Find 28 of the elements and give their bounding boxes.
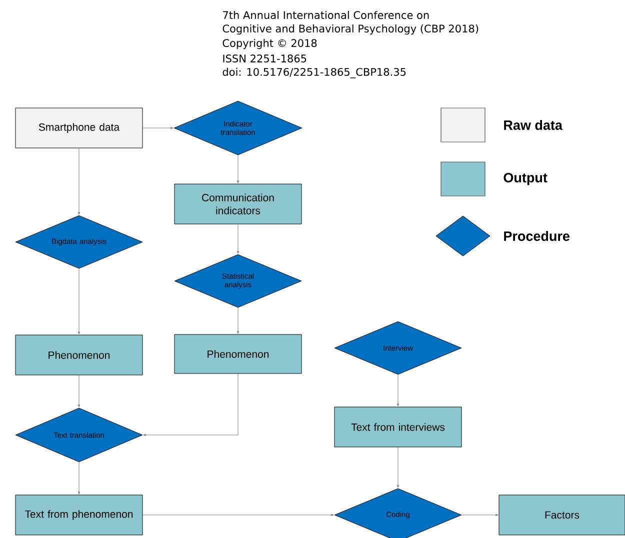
arrow — [78, 148, 80, 215]
header-line: 7th Annual International Conference on — [223, 10, 429, 20]
arrow — [236, 155, 240, 184]
output-box: Text from phenomenon — [15, 494, 143, 536]
arrow — [143, 373, 238, 436]
arrow — [142, 126, 174, 130]
header-line: ISSN 2251-1865 — [223, 54, 306, 62]
arrow — [78, 375, 80, 408]
header-line: Cognitive and Behavioral Psychology (CBP 2018) — [222, 24, 478, 35]
data-box: Smartphone data — [15, 108, 143, 148]
arrow — [396, 446, 400, 488]
legend-label: Output — [504, 172, 548, 186]
header-line: Copyright © 2018 — [222, 38, 317, 50]
legend-label: Raw data — [504, 120, 563, 130]
output-box: Phenomenon — [15, 334, 143, 376]
arrow — [78, 268, 80, 334]
arrow — [236, 224, 240, 254]
output-box: Text from interviews — [334, 406, 462, 448]
arrow — [78, 462, 80, 494]
output-box: Phenomenon — [174, 334, 302, 374]
arrow — [142, 514, 334, 516]
header-line: doi: 10.5176/2251-1865_CBP18.35 — [222, 68, 406, 78]
arrow — [236, 308, 240, 334]
legend-label: Procedure — [504, 231, 570, 241]
arrow — [462, 514, 498, 516]
arrow — [396, 374, 400, 406]
output-box: Communication indicators — [174, 184, 302, 224]
output-box: Factors — [498, 494, 625, 536]
